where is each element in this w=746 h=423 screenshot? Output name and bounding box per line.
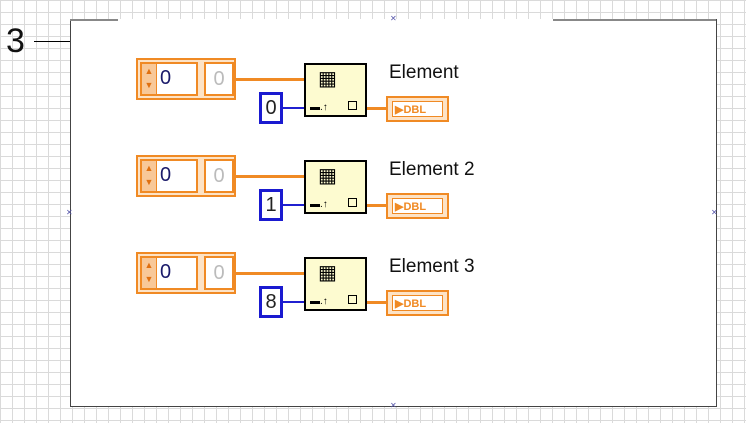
index-array-row: ▲▼ 0 0 1 ▦ ▬.↑ Element 2 ▶DBL <box>0 155 746 245</box>
dbl-indicator[interactable]: ▶DBL <box>386 96 449 122</box>
array-element[interactable]: 0 <box>204 256 234 290</box>
frame-top-edge <box>553 19 716 21</box>
index-constant[interactable]: 8 <box>259 286 283 318</box>
array-element[interactable]: 0 <box>204 62 234 96</box>
element-terminal-icon <box>348 101 357 110</box>
output-wire[interactable] <box>367 107 386 110</box>
dbl-type-text: ▶DBL <box>392 295 443 311</box>
dbl-type-text: ▶DBL <box>392 198 443 214</box>
index-array-node[interactable]: ▦ ▬.↑ <box>304 160 367 214</box>
index-constant[interactable]: 0 <box>259 92 283 124</box>
index-array-row: ▲▼ 0 0 8 ▦ ▬.↑ Element 3 ▶DBL <box>0 252 746 342</box>
indicator-label: Element <box>389 62 459 83</box>
index-terminal-icon: ▬.↑ <box>310 102 328 113</box>
array-element[interactable]: 0 <box>204 159 234 193</box>
index-terminal-icon: ▬.↑ <box>310 296 328 307</box>
dbl-type-text: ▶DBL <box>392 101 443 117</box>
array-constant[interactable]: ▲▼ 0 0 <box>136 252 236 294</box>
index-array-row: ▲▼ 0 0 0 ▦ ▬.↑ Element ▶DBL <box>0 58 746 148</box>
array-wire[interactable] <box>236 272 304 275</box>
indicator-label: Element 3 <box>389 256 475 277</box>
resize-handle[interactable]: ✕ <box>711 208 718 217</box>
array-grid-icon: ▦ <box>318 262 337 284</box>
element-terminal-icon <box>348 198 357 207</box>
array-index-display[interactable]: ▲▼ 0 <box>140 256 198 290</box>
dbl-indicator[interactable]: ▶DBL <box>386 290 449 316</box>
index-wire[interactable] <box>283 107 304 109</box>
indicator-label: Element 2 <box>389 159 475 180</box>
array-index-display[interactable]: ▲▼ 0 <box>140 159 198 193</box>
increment-decrement-icon[interactable]: ▲▼ <box>142 258 157 288</box>
array-index-value: 0 <box>160 261 172 283</box>
resize-handle[interactable]: ✕ <box>390 401 397 410</box>
array-index-display[interactable]: ▲▼ 0 <box>140 62 198 96</box>
array-grid-icon: ▦ <box>318 68 337 90</box>
array-grid-icon: ▦ <box>318 165 337 187</box>
array-constant[interactable]: ▲▼ 0 0 <box>136 155 236 197</box>
index-terminal-icon: ▬.↑ <box>310 199 328 210</box>
array-constant[interactable]: ▲▼ 0 0 <box>136 58 236 100</box>
frame-top-edge <box>70 19 118 21</box>
index-constant[interactable]: 1 <box>259 189 283 221</box>
resize-handle[interactable]: ✕ <box>390 14 397 23</box>
dbl-indicator[interactable]: ▶DBL <box>386 193 449 219</box>
array-index-value: 0 <box>160 67 172 89</box>
resize-handle[interactable]: ✕ <box>66 208 73 217</box>
increment-decrement-icon[interactable]: ▲▼ <box>142 161 157 191</box>
label-leader-line <box>34 41 71 42</box>
increment-decrement-icon[interactable]: ▲▼ <box>142 64 157 94</box>
index-array-node[interactable]: ▦ ▬.↑ <box>304 257 367 311</box>
index-wire[interactable] <box>283 301 304 303</box>
array-wire[interactable] <box>236 78 304 81</box>
element-terminal-icon <box>348 295 357 304</box>
output-wire[interactable] <box>367 204 386 207</box>
index-array-node[interactable]: ▦ ▬.↑ <box>304 63 367 117</box>
array-index-value: 0 <box>160 164 172 186</box>
output-wire[interactable] <box>367 301 386 304</box>
frame-number: 3 <box>6 22 25 60</box>
array-wire[interactable] <box>236 175 304 178</box>
index-wire[interactable] <box>283 204 304 206</box>
